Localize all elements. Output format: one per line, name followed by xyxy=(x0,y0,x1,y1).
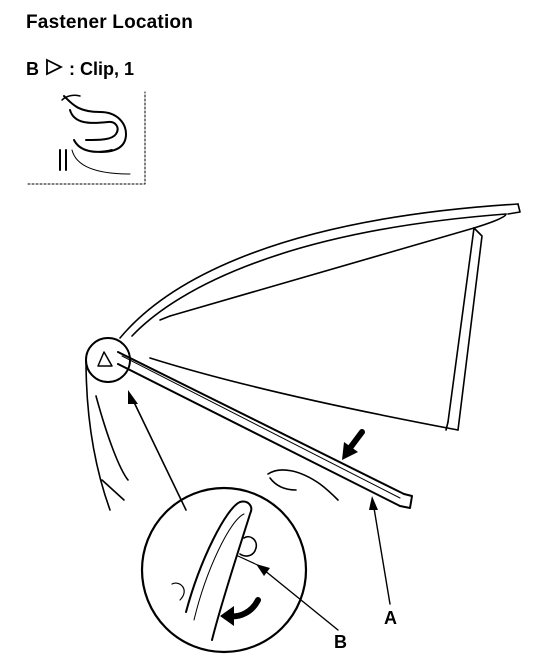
fastener-letter: B xyxy=(26,59,39,79)
leader-arrowhead xyxy=(128,390,138,404)
triangle-outline-icon xyxy=(45,58,64,81)
callout-label-b: B xyxy=(334,632,347,652)
callout-b-leader xyxy=(263,569,339,631)
door-frame xyxy=(85,203,521,511)
callout-a-leader xyxy=(373,507,391,605)
detail-circle-small xyxy=(85,337,131,383)
clip-detail-inset xyxy=(27,91,146,185)
molding-strip xyxy=(117,351,413,509)
detail-leader-line xyxy=(131,397,187,511)
fastener-legend: B : Clip, 1 xyxy=(26,58,134,81)
magnified-detail xyxy=(140,486,308,654)
direction-arrow xyxy=(347,429,365,451)
fastener-location-heading: Fastener Location xyxy=(26,12,194,33)
callout-label-a: A xyxy=(384,608,397,628)
fastener-description: : Clip, 1 xyxy=(69,59,135,79)
